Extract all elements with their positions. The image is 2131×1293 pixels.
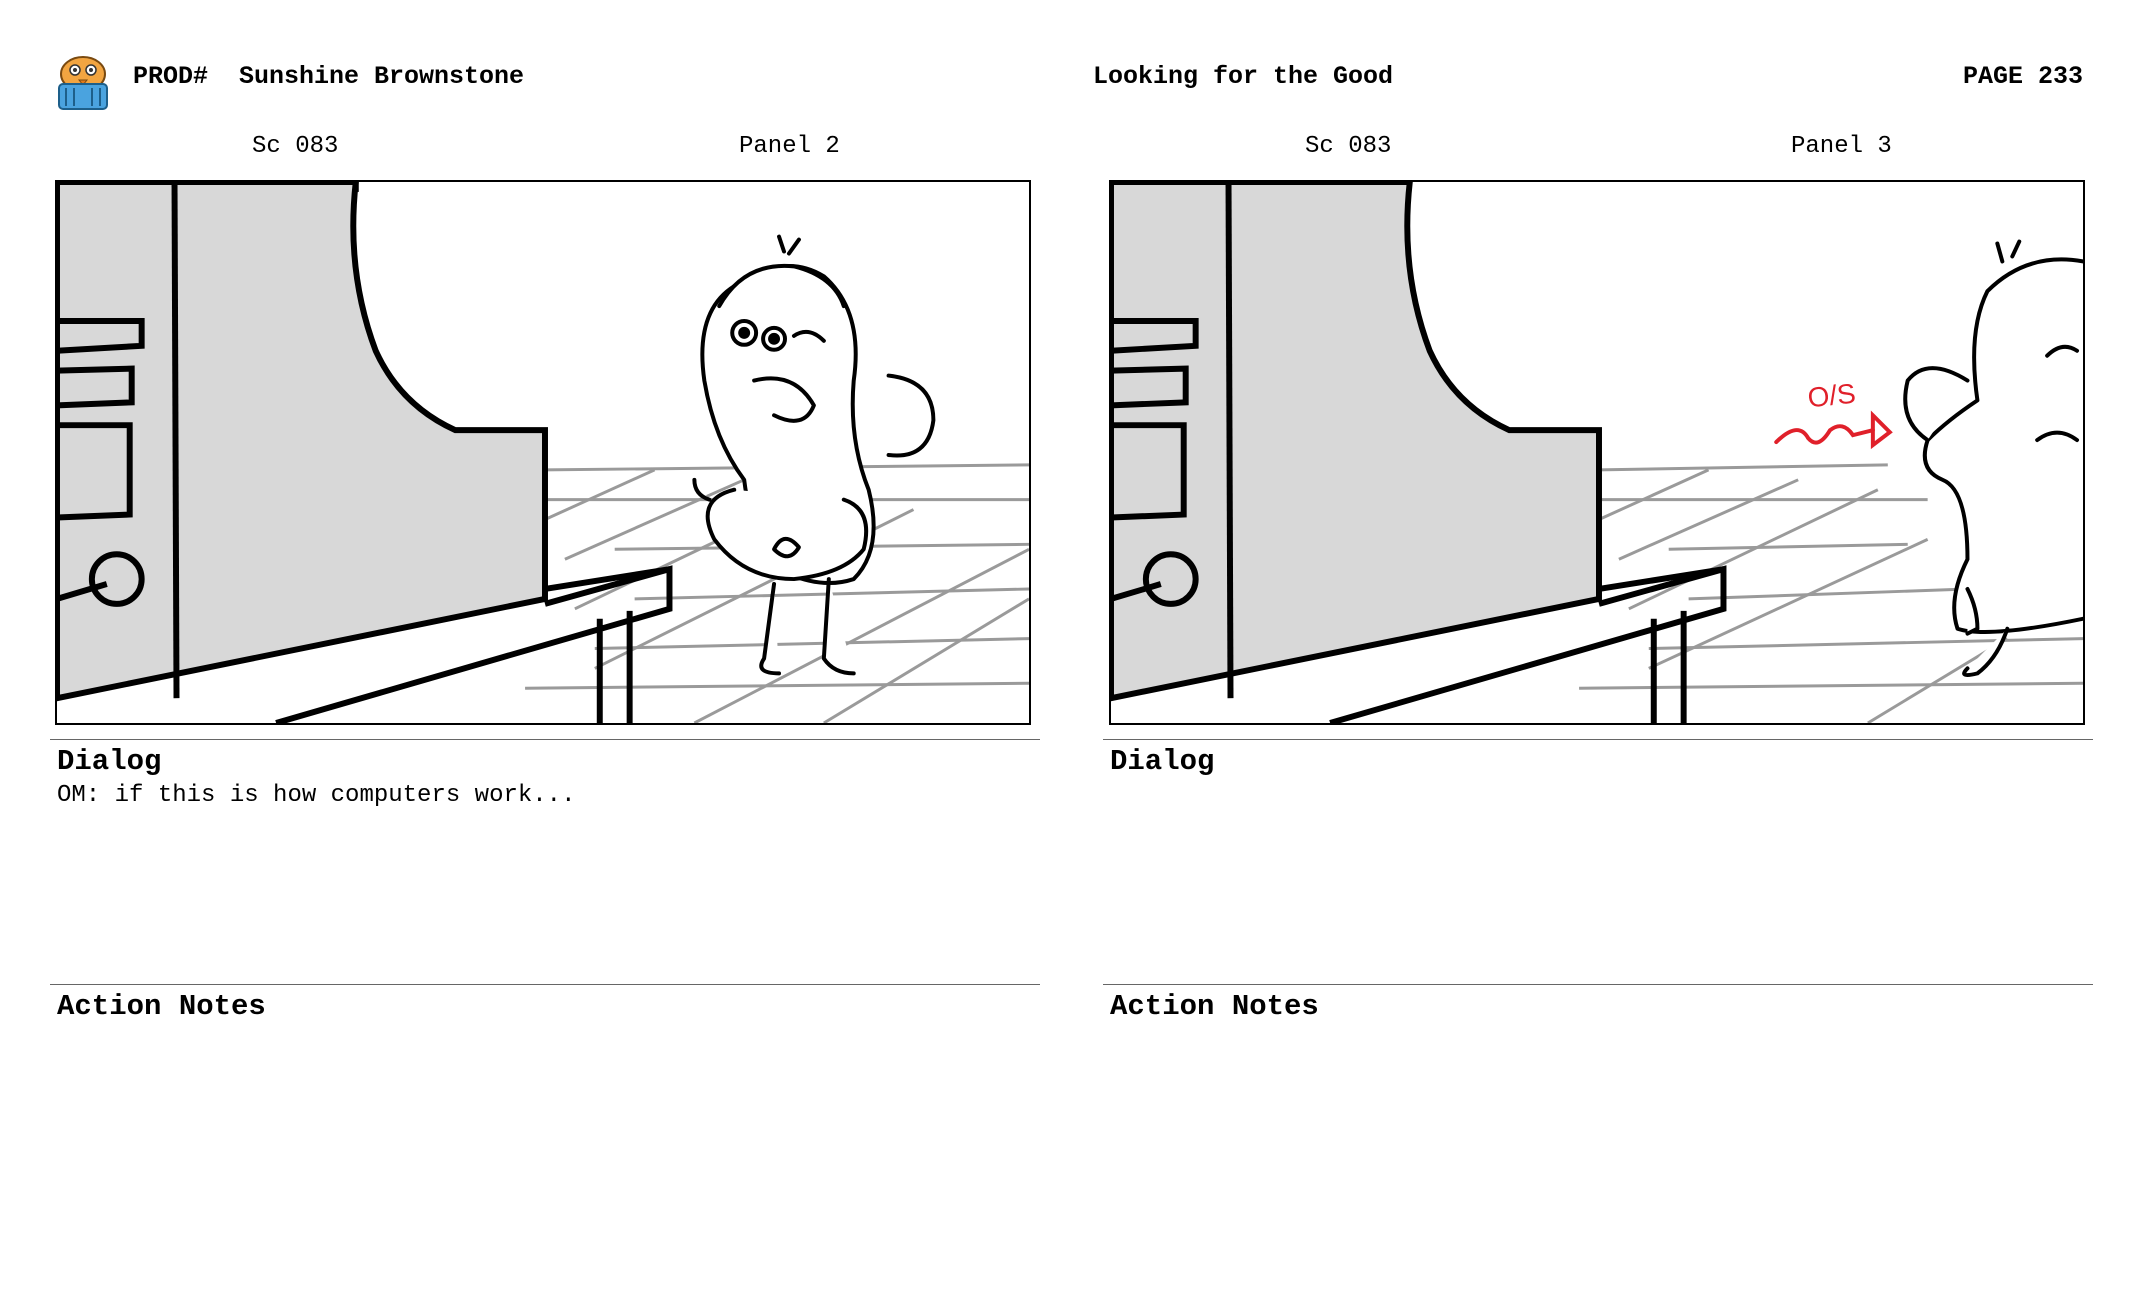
- page-number: PAGE 233: [1963, 62, 2084, 91]
- storyboard-frame: O/S: [1109, 180, 2085, 725]
- floor-grid: [1579, 463, 2083, 723]
- show-logo-icon: [54, 54, 112, 110]
- panel-label: Panel 3: [1791, 133, 1892, 160]
- dialog-heading: Dialog: [57, 745, 162, 778]
- prod-label: PROD#: [133, 62, 209, 91]
- episode-title: Looking for the Good: [1093, 62, 1394, 91]
- action-divider: [50, 984, 1040, 985]
- scene-label: Sc 083: [252, 133, 339, 160]
- action-notes-heading: Action Notes: [1110, 990, 1319, 1023]
- dialog-divider: [1103, 739, 2093, 740]
- panel-label: Panel 2: [739, 133, 840, 160]
- action-notes-heading: Action Notes: [57, 990, 266, 1023]
- action-divider: [1103, 984, 2093, 985]
- storyboard-frame: [55, 180, 1031, 725]
- dialog-heading: Dialog: [1110, 745, 1215, 778]
- offscreen-annotation: [1774, 410, 1893, 450]
- dialog-divider: [50, 739, 1040, 740]
- dialog-text: OM: if this is how computers work...: [57, 782, 576, 809]
- show-title: Sunshine Brownstone: [239, 62, 525, 91]
- scene-label: Sc 083: [1305, 133, 1392, 160]
- annotation-text: O/S: [1806, 378, 1857, 414]
